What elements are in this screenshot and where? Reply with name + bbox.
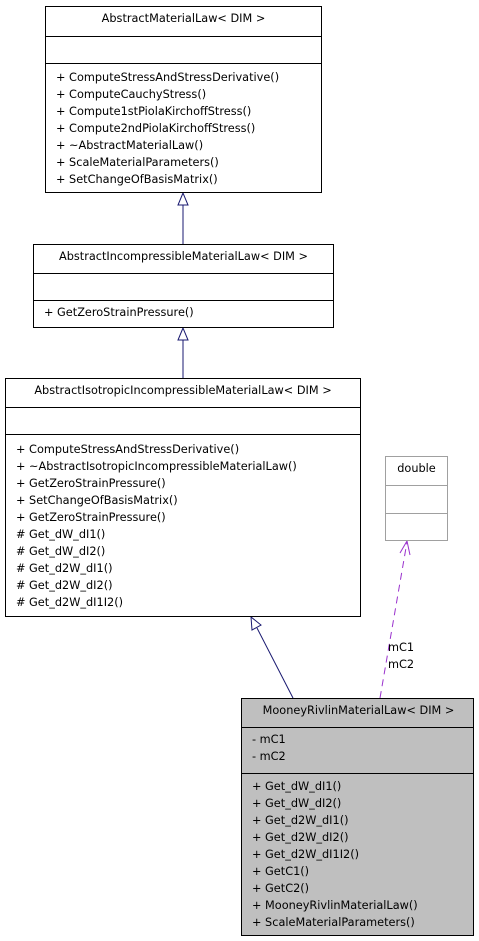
- method-section: + GetZeroStrainPressure(): [34, 300, 333, 321]
- method: + GetC1(): [252, 865, 310, 878]
- attribute-section: [6, 407, 360, 434]
- attribute: - mC1: [252, 733, 286, 746]
- method: + SetChangeOfBasisMatrix(): [16, 494, 178, 507]
- class-abstract-material-law[interactable]: AbstractMaterialLaw< DIM > + ComputeStre…: [45, 6, 322, 193]
- method: + Get_dW_dI2(): [252, 797, 342, 810]
- method: + ComputeStressAndStressDerivative(): [56, 71, 280, 84]
- inheritance-arrowhead: [177, 191, 189, 206]
- method: + Compute1stPiolaKirchoffStress(): [56, 105, 252, 118]
- inheritance-edge-mooney: [256, 627, 294, 699]
- class-title: MooneyRivlinMaterialLaw< DIM >: [262, 704, 455, 717]
- method: + ScaleMaterialParameters(): [56, 156, 219, 169]
- method: # Get_d2W_dI2(): [16, 579, 113, 592]
- attribute-section: - mC1 - mC2: [242, 727, 473, 773]
- method: # Get_dW_dI1(): [16, 528, 106, 541]
- usage-label-mc1: mC1: [388, 641, 415, 654]
- method: + MooneyRivlinMaterialLaw(): [252, 899, 418, 912]
- usage-arrowhead: [399, 539, 411, 556]
- method: + Get_dW_dI1(): [252, 780, 342, 793]
- method: + GetZeroStrainPressure(): [16, 477, 166, 490]
- method: + ~AbstractMaterialLaw(): [56, 139, 204, 152]
- method: + ~AbstractIsotropicIncompressibleMateri…: [16, 460, 297, 473]
- method: + ComputeStressAndStressDerivative(): [16, 443, 240, 456]
- method: + GetZeroStrainPressure(): [44, 306, 194, 319]
- method: + Compute2ndPiolaKirchoffStress(): [56, 122, 256, 135]
- method: + Get_d2W_dI2(): [252, 831, 349, 844]
- method: + GetZeroStrainPressure(): [16, 511, 166, 524]
- class-title: AbstractIncompressibleMaterialLaw< DIM >: [59, 250, 308, 263]
- inheritance-arrowhead: [177, 326, 189, 341]
- attribute-section: [386, 485, 447, 513]
- class-title: AbstractMaterialLaw< DIM >: [101, 12, 266, 25]
- class-abstract-isotropic-incompressible-material-law[interactable]: AbstractIsotropicIncompressibleMaterialL…: [5, 378, 361, 617]
- inheritance-arrowhead: [250, 615, 262, 631]
- method: + ComputeCauchyStress(): [56, 88, 207, 101]
- method: # Get_d2W_dI1I2(): [16, 596, 124, 609]
- class-abstract-incompressible-material-law[interactable]: AbstractIncompressibleMaterialLaw< DIM >…: [33, 244, 334, 328]
- method-section: [386, 513, 447, 540]
- attribute-section: [34, 273, 333, 300]
- class-mooney-rivlin-material-law[interactable]: MooneyRivlinMaterialLaw< DIM > - mC1 - m…: [241, 698, 474, 936]
- method: + Get_d2W_dI1(): [252, 814, 349, 827]
- method: # Get_d2W_dI1(): [16, 562, 113, 575]
- method-section: + Get_dW_dI1() + Get_dW_dI2() + Get_d2W_…: [242, 773, 473, 931]
- method: + SetChangeOfBasisMatrix(): [56, 173, 218, 186]
- attribute-section: [46, 36, 321, 63]
- class-title: double: [397, 462, 436, 475]
- attribute: - mC2: [252, 750, 286, 763]
- class-double[interactable]: double: [385, 456, 448, 541]
- method-section: + ComputeStressAndStressDerivative() + C…: [46, 63, 321, 188]
- method-section: + ComputeStressAndStressDerivative() + ~…: [6, 434, 360, 611]
- method: + ScaleMaterialParameters(): [252, 916, 415, 929]
- usage-label-mc2: mC2: [388, 658, 415, 671]
- usage-edge-double: [379, 541, 408, 699]
- method: + Get_d2W_dI1I2(): [252, 848, 360, 861]
- method: + GetC2(): [252, 882, 310, 895]
- method: # Get_dW_dI2(): [16, 545, 106, 558]
- class-title: AbstractIsotropicIncompressibleMaterialL…: [34, 384, 332, 397]
